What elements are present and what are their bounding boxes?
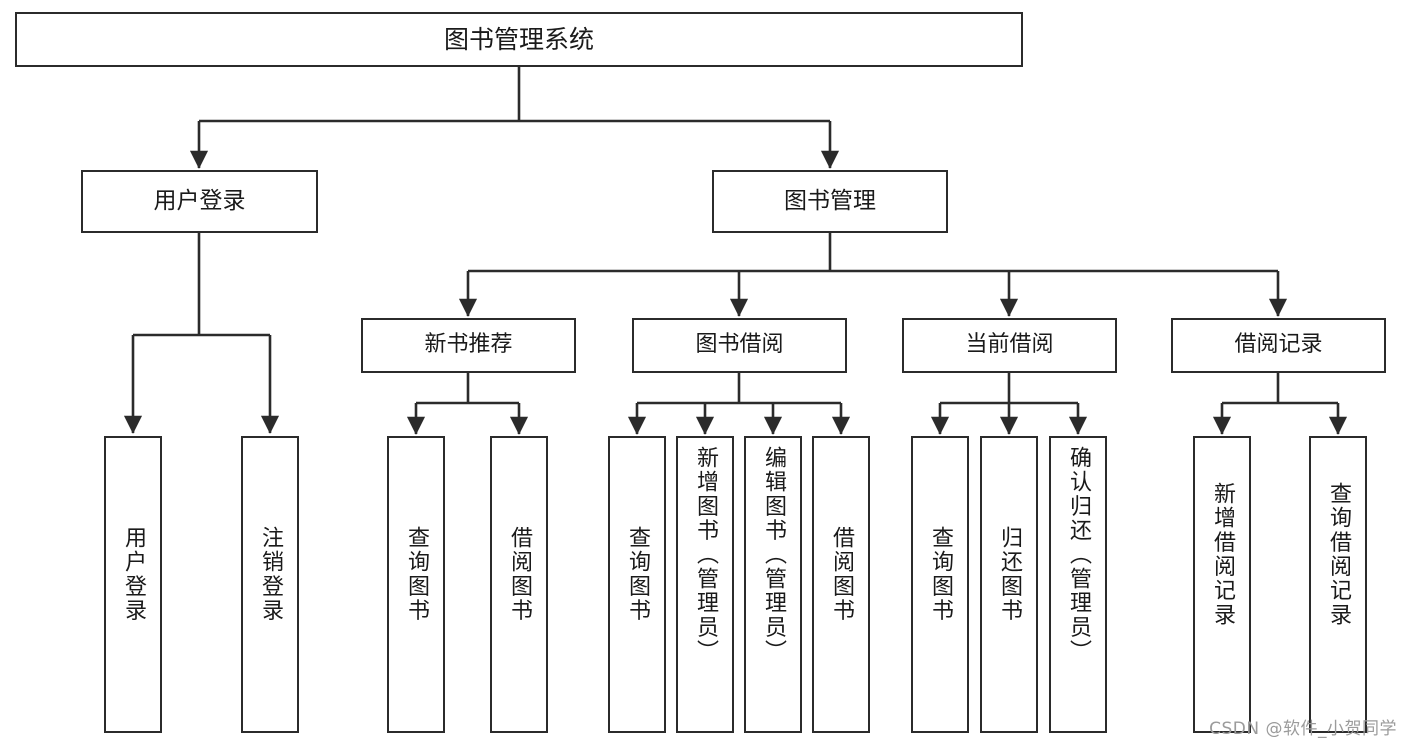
- node-leaf-borrow-book-2[interactable]: 借阅图书: [812, 436, 870, 733]
- node-leaf-user-login[interactable]: 用户登录: [104, 436, 162, 733]
- node-root[interactable]: 图书管理系统: [15, 12, 1023, 67]
- node-leaf-borrow-book-1-label: 借阅图书: [507, 526, 532, 623]
- node-book-borrow-label: 图书借阅: [695, 332, 784, 358]
- node-leaf-query-book-1-label: 查询图书: [404, 526, 429, 623]
- node-book-manage[interactable]: 图书管理: [712, 170, 948, 233]
- node-leaf-query-book-2[interactable]: 查询图书: [608, 436, 666, 733]
- node-leaf-user-login-label: 用户登录: [121, 526, 146, 623]
- node-root-label: 图书管理系统: [443, 24, 594, 54]
- node-leaf-query-book-3-label: 查询图书: [928, 526, 953, 623]
- node-leaf-borrow-book-2-label: 借阅图书: [829, 526, 854, 623]
- node-current-borrow-label: 当前借阅: [965, 332, 1054, 358]
- node-new-book-recommend[interactable]: 新书推荐: [361, 318, 576, 373]
- node-leaf-edit-book-label: 编辑图书（管理员）: [761, 446, 786, 664]
- node-leaf-add-record-label: 新增借阅记录: [1210, 482, 1235, 628]
- node-new-book-recommend-label: 新书推荐: [424, 332, 513, 358]
- node-leaf-confirm-return-label: 确认归还（管理员）: [1066, 446, 1091, 664]
- node-borrow-record-label: 借阅记录: [1234, 332, 1323, 358]
- node-leaf-query-book-1[interactable]: 查询图书: [387, 436, 445, 733]
- node-user-login[interactable]: 用户登录: [81, 170, 318, 233]
- node-leaf-return-book-label: 归还图书: [997, 526, 1022, 623]
- node-current-borrow[interactable]: 当前借阅: [902, 318, 1117, 373]
- node-leaf-query-book-3[interactable]: 查询图书: [911, 436, 969, 733]
- node-borrow-record[interactable]: 借阅记录: [1171, 318, 1386, 373]
- node-leaf-borrow-book-1[interactable]: 借阅图书: [490, 436, 548, 733]
- node-user-login-label: 用户登录: [153, 187, 246, 214]
- node-leaf-add-book[interactable]: 新增图书（管理员）: [676, 436, 734, 733]
- node-leaf-return-book[interactable]: 归还图书: [980, 436, 1038, 733]
- node-leaf-query-book-2-label: 查询图书: [625, 526, 650, 623]
- node-leaf-add-record[interactable]: 新增借阅记录: [1193, 436, 1251, 733]
- node-leaf-confirm-return[interactable]: 确认归还（管理员）: [1049, 436, 1107, 733]
- node-book-borrow[interactable]: 图书借阅: [632, 318, 847, 373]
- node-leaf-logout-login[interactable]: 注销登录: [241, 436, 299, 733]
- node-leaf-query-record[interactable]: 查询借阅记录: [1309, 436, 1367, 733]
- node-leaf-query-record-label: 查询借阅记录: [1326, 482, 1351, 628]
- node-leaf-edit-book[interactable]: 编辑图书（管理员）: [744, 436, 802, 733]
- node-book-manage-label: 图书管理: [784, 187, 876, 214]
- node-leaf-logout-login-label: 注销登录: [258, 526, 283, 623]
- node-leaf-add-book-label: 新增图书（管理员）: [693, 446, 718, 664]
